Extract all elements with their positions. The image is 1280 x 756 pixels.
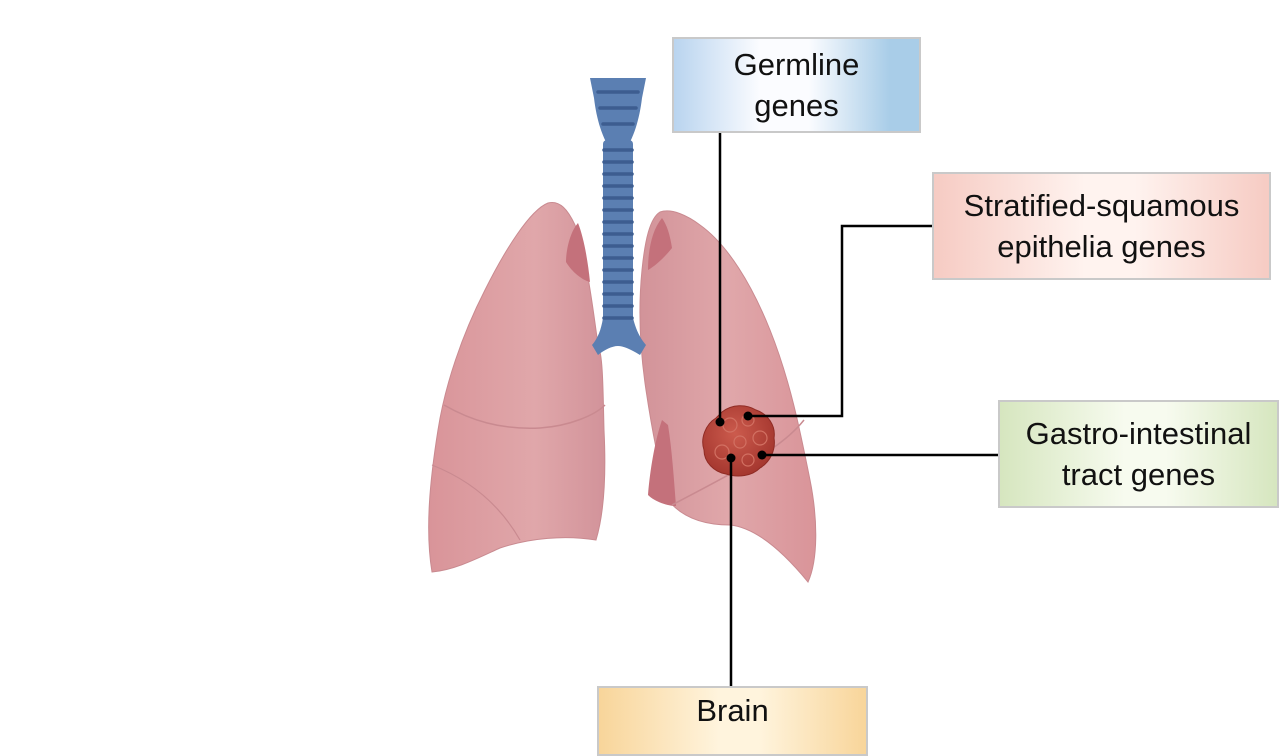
squamous-anchor-dot [743,411,753,421]
trachea-rings [596,90,640,320]
right-lung-medial-shadow [648,420,676,506]
gastrointestinal-genes-text: Gastro-intestinal tract genes [1025,416,1252,492]
gi-anchor-dot [757,450,767,460]
germline-genes-text: Germline genes [733,47,860,123]
lung-tumor-illustration [428,78,998,686]
trachea [590,78,646,355]
stratified-squamous-genes-text: Stratified-squamous epithelia genes [963,188,1240,264]
gastrointestinal-genes-label: Gastro-intestinal tract genes [998,400,1279,508]
brain-genes-text: Brain [696,693,769,728]
left-lung-inner-shadow [566,223,590,282]
leader-lines [718,133,998,686]
left-lung-fissure-lower [431,464,521,541]
germline-anchor-dot [715,417,725,427]
germline-genes-label: Germline genes [672,37,921,133]
brain-anchor-dot [726,453,736,463]
larynx [590,78,646,142]
leader-dots [715,411,767,463]
squamous-leader-line [748,224,932,418]
left-lung-body [428,201,606,573]
stratified-squamous-genes-label: Stratified-squamous epithelia genes [932,172,1271,280]
right-lung-inner-shadow [648,218,672,270]
left-lung-fissure [443,404,606,430]
right-lung-body [639,210,817,583]
brain-genes-label: Brain [597,686,868,756]
right-lung [639,210,817,583]
left-lung [428,201,606,573]
bronchi [592,318,646,355]
